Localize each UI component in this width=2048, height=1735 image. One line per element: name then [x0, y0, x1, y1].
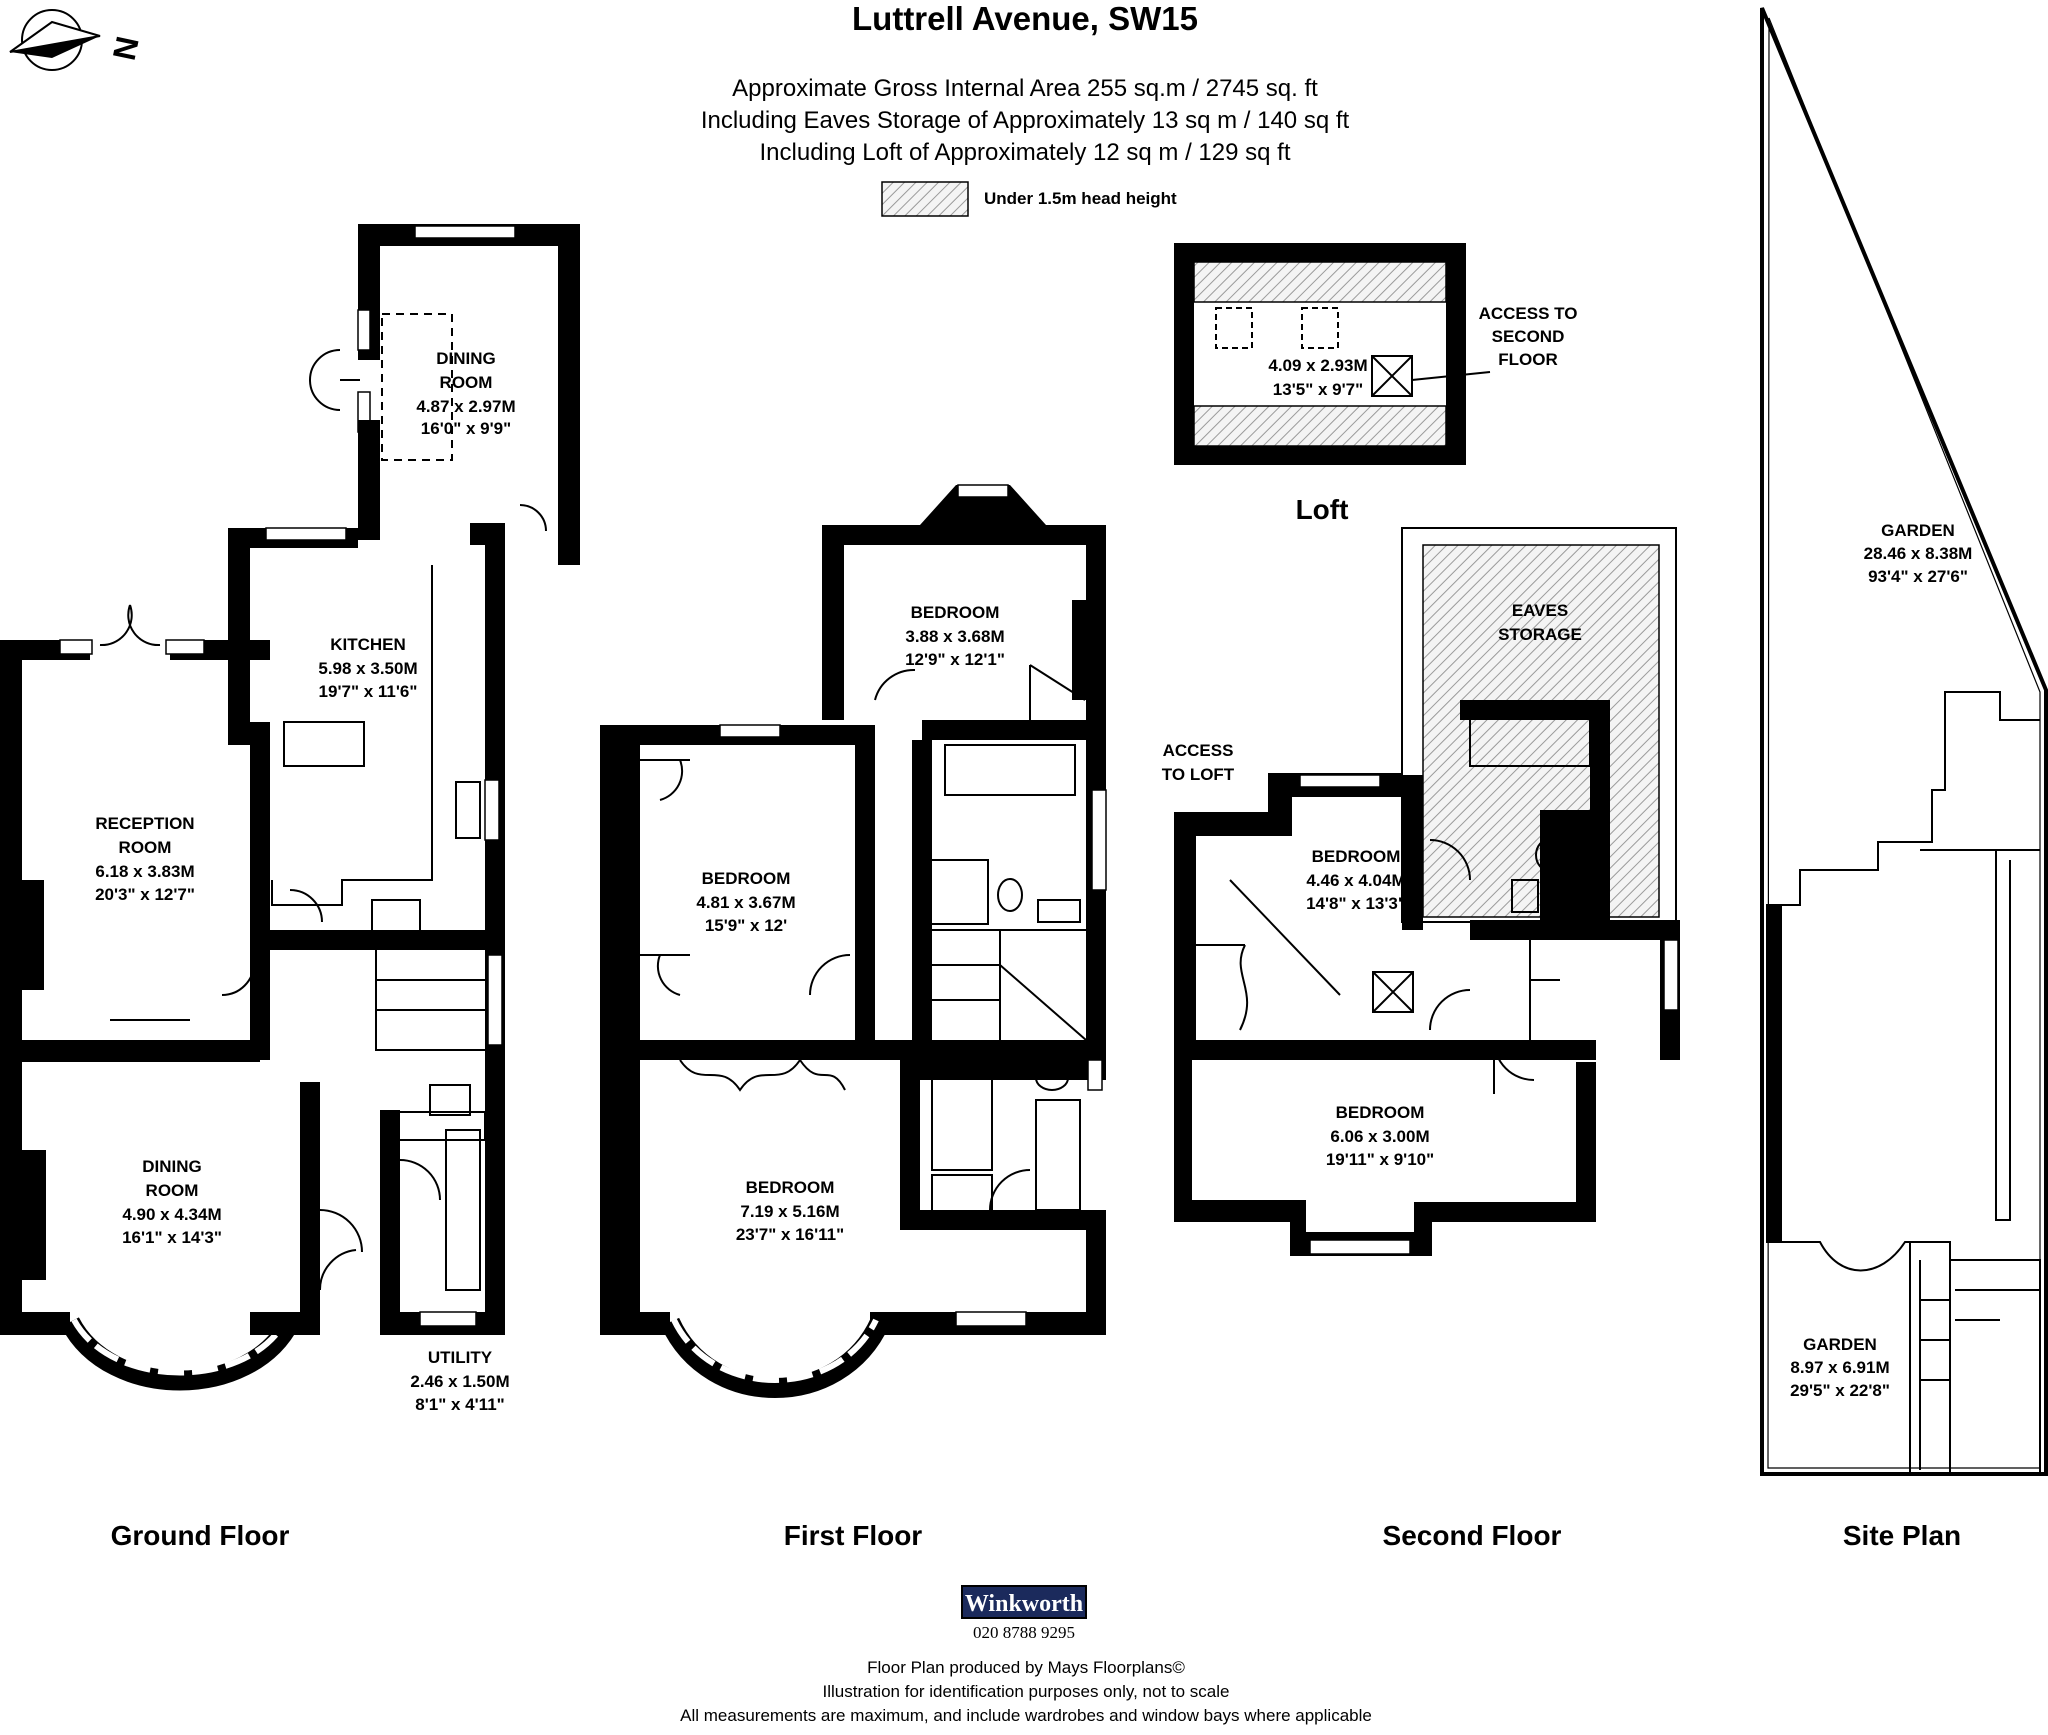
- eaves-label: EAVES: [1512, 601, 1568, 620]
- loft-metric: 4.09 x 2.93M: [1268, 356, 1367, 375]
- loft-label: Loft: [1296, 494, 1349, 525]
- loft-access-label: SECOND: [1492, 327, 1565, 346]
- garden-imperial: 93'4" x 27'6": [1868, 567, 1968, 586]
- second-floor-plan: [1174, 527, 1680, 1256]
- room-name: BEDROOM: [1312, 847, 1401, 866]
- second-room-labels: EAVES STORAGE ACCESS TO LOFT BEDROOM 4.4…: [1162, 601, 1582, 1169]
- garden-name: GARDEN: [1881, 521, 1955, 540]
- loft-labels: 4.09 x 2.93M 13'5" x 9'7" ACCESS TO SECO…: [1268, 304, 1577, 399]
- room-metric: 4.87 x 2.97M: [416, 397, 515, 416]
- legend-label: Under 1.5m head height: [984, 189, 1177, 208]
- room-name: ROOM: [146, 1181, 199, 1200]
- brand-phone: 020 8788 9295: [973, 1623, 1075, 1642]
- north-arrow-icon: [9, 9, 101, 71]
- garden-metric: 28.46 x 8.38M: [1864, 544, 1973, 563]
- room-metric: 3.88 x 3.68M: [905, 627, 1004, 646]
- room-metric: 4.81 x 3.67M: [696, 893, 795, 912]
- room-name: UTILITY: [428, 1348, 493, 1367]
- access-loft-label: ACCESS: [1163, 741, 1234, 760]
- loft-imperial: 13'5" x 9'7": [1273, 380, 1363, 399]
- room-imperial: 23'7" x 16'11": [736, 1225, 844, 1244]
- room-imperial: 12'9" x 12'1": [905, 650, 1005, 669]
- loft-plan: [1174, 243, 1491, 465]
- room-imperial: 19'7" x 11'6": [319, 682, 418, 701]
- area-line-3: Including Loft of Approximately 12 sq m …: [760, 139, 1291, 166]
- room-name: DINING: [142, 1157, 202, 1176]
- room-name: BEDROOM: [746, 1178, 835, 1197]
- ground-floor-plan: [0, 224, 580, 1391]
- room-imperial: 15'9" x 12': [705, 916, 787, 935]
- room-imperial: 14'8" x 13'3": [1306, 894, 1406, 913]
- loft-access-label: ACCESS TO: [1479, 304, 1578, 323]
- room-metric: 4.46 x 4.04M: [1306, 871, 1405, 890]
- garden-name: GARDEN: [1803, 1335, 1877, 1354]
- room-metric: 5.98 x 3.50M: [318, 659, 417, 678]
- first-room-labels: BEDROOM 3.88 x 3.68M 12'9" x 12'1" BEDRO…: [696, 603, 1005, 1244]
- north-label: N: [106, 33, 146, 63]
- brand-logo: [961, 1585, 1087, 1619]
- room-name: BEDROOM: [911, 603, 1000, 622]
- footer-line-1: Floor Plan produced by Mays Floorplans©: [867, 1658, 1185, 1677]
- ground-room-labels: DINING ROOM 4.87 x 2.97M 16'0" x 9'9" KI…: [95, 349, 516, 1414]
- site-labels: GARDEN 28.46 x 8.38M 93'4" x 27'6" GARDE…: [1790, 521, 1972, 1400]
- room-imperial: 16'1" x 14'3": [122, 1228, 222, 1247]
- room-name: ROOM: [119, 838, 172, 857]
- area-line-2: Including Eaves Storage of Approximately…: [701, 107, 1350, 134]
- page-title: Luttrell Avenue, SW15: [852, 0, 1198, 37]
- footer-line-2: Illustration for identification purposes…: [823, 1682, 1230, 1701]
- room-name: RECEPTION: [95, 814, 194, 833]
- loft-access-label: FLOOR: [1498, 350, 1558, 369]
- garden-metric: 8.97 x 6.91M: [1790, 1358, 1889, 1377]
- room-name: DINING: [436, 349, 496, 368]
- room-name: BEDROOM: [1336, 1103, 1425, 1122]
- garden-imperial: 29'5" x 22'8": [1790, 1381, 1890, 1400]
- access-loft-label: TO LOFT: [1162, 765, 1235, 784]
- ground-floor-label: Ground Floor: [111, 1520, 290, 1551]
- room-metric: 2.46 x 1.50M: [410, 1372, 509, 1391]
- room-name: BEDROOM: [702, 869, 791, 888]
- room-name: KITCHEN: [330, 635, 406, 654]
- room-imperial: 16'0" x 9'9": [421, 419, 511, 438]
- legend-hatch-swatch: [881, 181, 969, 217]
- first-floor-plan: [600, 484, 1107, 1398]
- eaves-label: STORAGE: [1498, 625, 1582, 644]
- room-metric: 7.19 x 5.16M: [740, 1202, 839, 1221]
- room-imperial: 20'3" x 12'7": [95, 885, 195, 904]
- room-name: ROOM: [440, 373, 493, 392]
- room-metric: 6.18 x 3.83M: [95, 862, 194, 881]
- room-metric: 4.90 x 4.34M: [122, 1205, 221, 1224]
- room-imperial: 19'11" x 9'10": [1326, 1150, 1434, 1169]
- area-line-1: Approximate Gross Internal Area 255 sq.m…: [732, 75, 1318, 102]
- first-floor-label: First Floor: [784, 1520, 923, 1551]
- room-metric: 6.06 x 3.00M: [1330, 1127, 1429, 1146]
- site-plan: [1760, 7, 2048, 1476]
- site-plan-label: Site Plan: [1843, 1520, 1961, 1551]
- brand-name: Winkworth: [965, 1591, 1083, 1617]
- room-imperial: 8'1" x 4'11": [415, 1395, 504, 1414]
- second-floor-label: Second Floor: [1383, 1520, 1562, 1551]
- footer-line-3: All measurements are maximum, and includ…: [680, 1706, 1372, 1725]
